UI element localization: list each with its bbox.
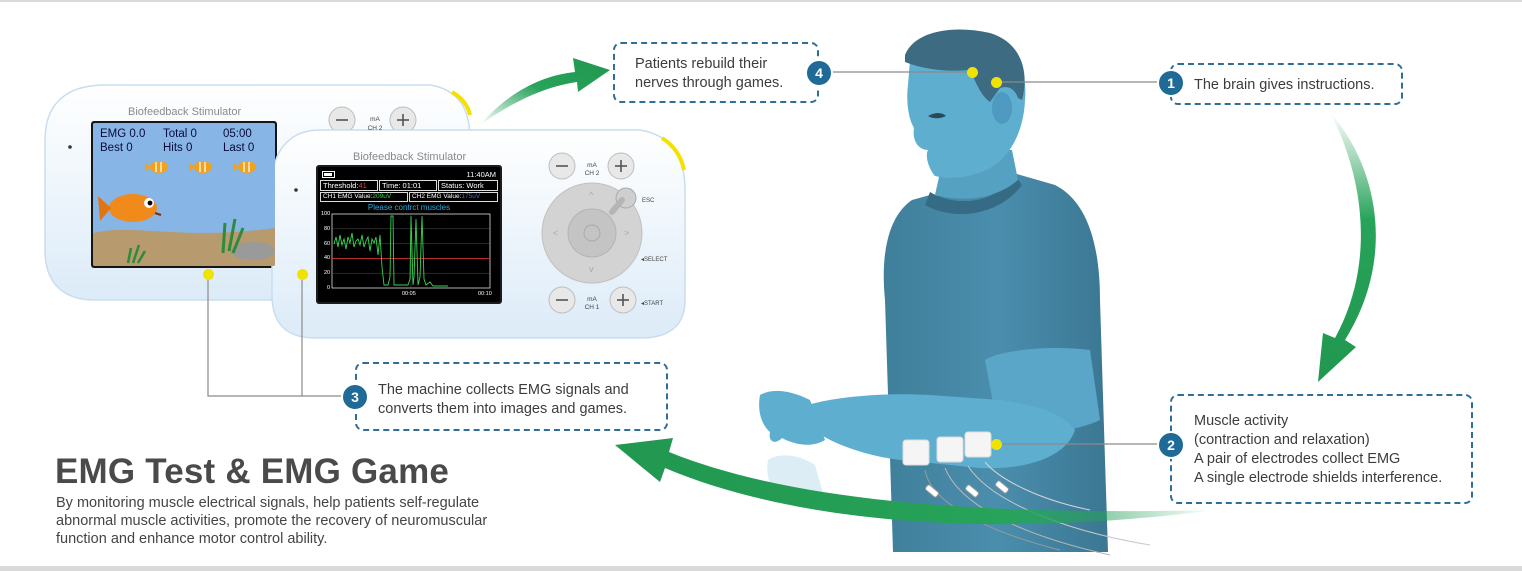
description-line: By monitoring muscle electrical signals,…: [56, 495, 480, 511]
step-1-line: The brain gives instructions.: [1194, 77, 1375, 93]
arrow-to-games: [480, 58, 610, 125]
forearm: [808, 394, 1075, 469]
marker-dot-device-front: [297, 269, 308, 280]
game-screen: EMG 0.0 Total 0 05:00 Best 0 Hits 0 Last…: [93, 123, 275, 266]
x-tick: 00:05: [402, 291, 416, 297]
y-tick: 80: [324, 226, 331, 232]
ch1-label: CH 1: [584, 304, 600, 311]
arrow-to-machine: [615, 438, 1215, 525]
stat-hits: Hits 0: [163, 142, 193, 154]
svg-text:^: ^: [589, 190, 594, 200]
threshold-cell: Threshold:41: [320, 180, 378, 191]
emg-trace: [333, 215, 448, 287]
marker-dot-brain: [991, 77, 1002, 88]
step-2-line: A single electrode shields interference.: [1194, 470, 1443, 486]
select-label: ◂SELECT: [641, 257, 668, 263]
small-fish-icon-2: [189, 161, 212, 173]
svg-text:v: v: [589, 264, 594, 274]
svg-text:>: >: [624, 228, 629, 238]
ch2-emg-cell: CH2 EMG Value:175uV: [409, 192, 498, 202]
emg-waveform-plot: [331, 213, 491, 289]
fish-icon: [98, 194, 162, 222]
marker-dot-head: [967, 67, 978, 78]
marker-dot-arm: [991, 439, 1002, 450]
callout-step-2: Muscle activity (contraction and relaxat…: [1170, 394, 1473, 504]
shirt-collar: [925, 175, 1022, 215]
game-scene: [93, 123, 275, 266]
step-4-line: nerves through games.: [635, 75, 784, 91]
page-title: EMG Test & EMG Game: [55, 452, 450, 491]
y-tick: 100: [321, 211, 331, 217]
time-cell: Time: 01:01: [379, 180, 437, 191]
device-back-ch2: CH 2: [367, 125, 383, 132]
step-1-badge: 1: [1157, 69, 1185, 97]
ear: [992, 92, 1012, 124]
y-tick: 20: [324, 270, 331, 276]
clock: 11:40AM: [466, 170, 496, 179]
status-cell: Status: Work: [438, 180, 498, 191]
marker-dot-device-back: [203, 269, 214, 280]
description-line: function and enhance motor control abili…: [56, 531, 328, 547]
step-3-line: converts them into images and games.: [378, 401, 628, 417]
step-3-line: The machine collects EMG signals and: [378, 382, 629, 398]
stat-total: Total 0: [163, 128, 197, 140]
y-tick: 40: [324, 255, 331, 261]
step-2-line: A pair of electrodes collect EMG: [1194, 451, 1401, 467]
hand: [759, 390, 825, 445]
arrow-down-to-muscle: [1318, 112, 1376, 382]
step-3-badge: 3: [341, 383, 369, 411]
ch2-ma: mA: [587, 162, 597, 169]
step-4-line: Patients rebuild their: [635, 56, 768, 72]
ch1-emg-cell: CH1 EMG Value:209uV: [320, 192, 408, 202]
callout-step-3: The machine collects EMG signals and con…: [355, 362, 668, 431]
description-line: abnormal muscle activities, promote the …: [56, 513, 488, 529]
person-figure: [759, 29, 1108, 552]
svg-text:<: <: [553, 228, 558, 238]
device-back-label: Biofeedback Stimulator: [128, 106, 242, 118]
stat-best: Best 0: [100, 142, 133, 154]
bottom-border: [0, 566, 1522, 571]
stat-emg: EMG 0.0: [100, 128, 146, 140]
y-tick: 60: [324, 241, 331, 247]
stat-time: 05:00: [223, 128, 252, 140]
start-label: ◂START: [641, 301, 664, 307]
device-back-ma: mA: [370, 116, 380, 123]
step-2-line: Muscle activity: [1194, 413, 1289, 429]
small-fish-icon-3: [233, 161, 256, 173]
ch1-ma: mA: [587, 296, 597, 303]
step-4-badge: 4: [805, 59, 833, 87]
electrode-pads: [902, 431, 1009, 498]
step-2-line: (contraction and relaxation): [1194, 432, 1370, 448]
eye: [928, 113, 946, 119]
step-2-badge: 2: [1157, 431, 1185, 459]
connector-lines: [207, 71, 1160, 445]
esc-label: ESC: [642, 198, 655, 204]
top-border: [0, 0, 1522, 2]
emg-monitor-screen: 11:40AM Threshold:41 Time: 01:01 Status:…: [318, 167, 500, 302]
callout-step-1: The brain gives instructions.: [1170, 63, 1403, 105]
stat-last: Last 0: [223, 142, 255, 154]
instruction-message: Please contrct muscles: [367, 203, 451, 212]
ch2-label: CH 2: [584, 170, 600, 177]
x-tick: 00:10: [478, 291, 492, 297]
small-fish-icon-1: [145, 161, 168, 173]
battery-icon: [322, 171, 335, 178]
device-front-label: Biofeedback Stimulator: [353, 151, 467, 163]
page-description: By monitoring muscle electrical signals,…: [56, 494, 487, 548]
y-tick: 0: [327, 285, 331, 291]
callout-step-4: Patients rebuild their nerves through ga…: [613, 42, 819, 103]
